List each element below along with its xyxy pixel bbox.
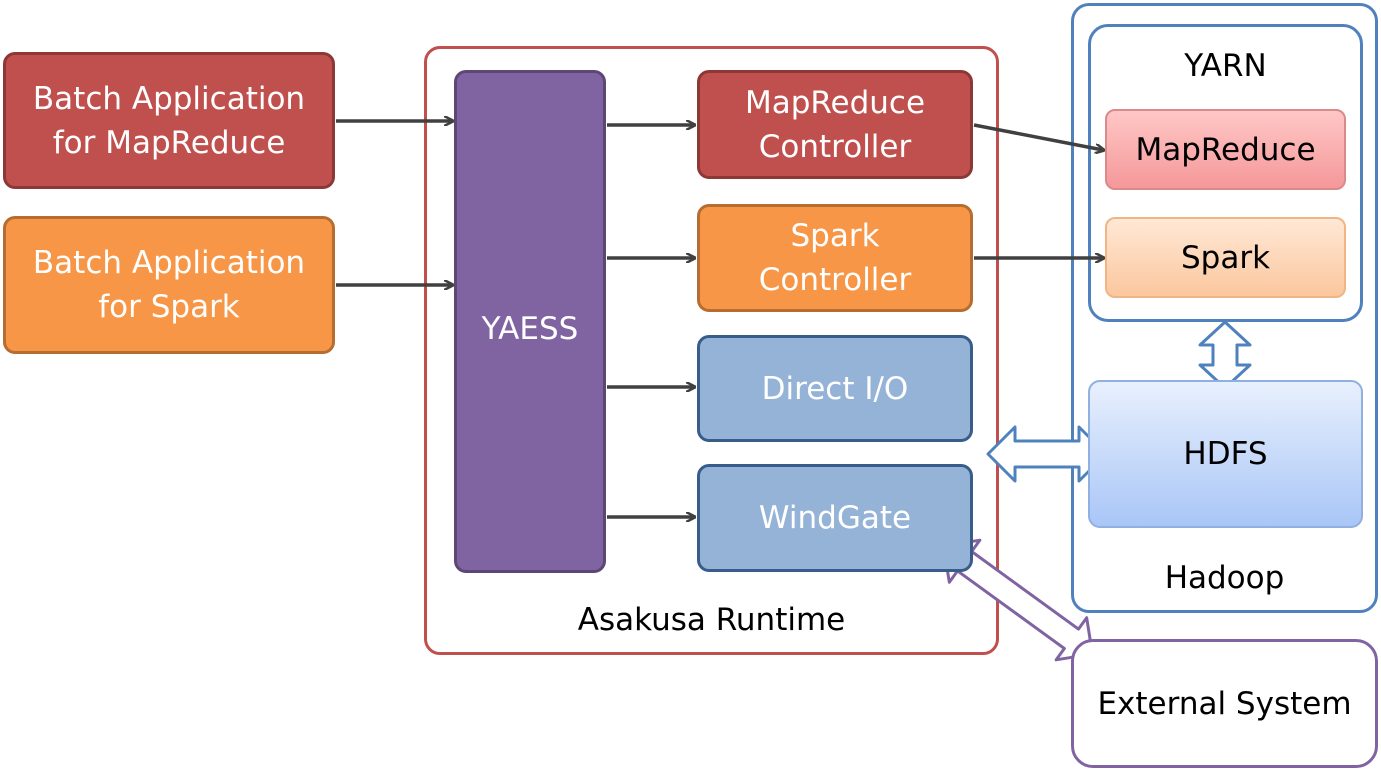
hadoop-frame [1071,3,1378,613]
mapreduce-controller-box: MapReduce Controller [697,70,973,179]
yaess-box: YAESS [454,70,606,573]
batch-application-spark-box: Batch Application for Spark [3,216,335,354]
yarn-frame [1088,24,1363,322]
edge-mapreduce-controller-to-mapreduce [973,123,1103,150]
spark-box: Spark [1105,217,1346,298]
batch-application-mapreduce-box: Batch Application for MapReduce [3,52,335,189]
edge-yarn-hdfs [1198,320,1252,390]
hdfs-box: HDFS [1088,380,1363,528]
mapreduce-box: MapReduce [1105,109,1346,190]
asakusa-runtime-label: Asakusa Runtime [577,602,846,638]
windgate-box: WindGate [697,464,973,572]
direct-io-box: Direct I/O [697,335,973,442]
hadoop-label: Hadoop [1164,560,1285,596]
spark-controller-box: Spark Controller [697,204,973,312]
yarn-label: YARN [1184,48,1267,84]
external-system-box: External System [1071,639,1378,768]
asakusa-runtime-frame [424,46,999,655]
